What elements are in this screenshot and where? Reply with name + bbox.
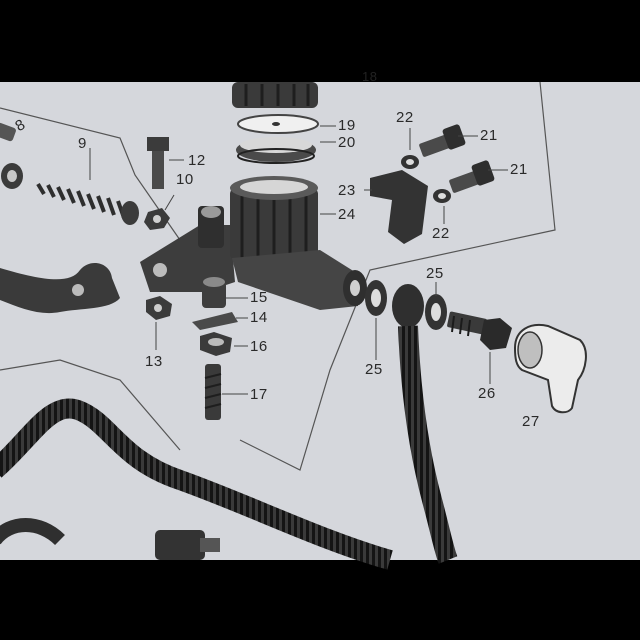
callout-21-top: 21 xyxy=(480,127,498,144)
leader-lines xyxy=(89,125,508,395)
callout-23: 23 xyxy=(338,182,356,199)
callout-26: 26 xyxy=(478,385,496,402)
callout-22-top: 22 xyxy=(396,109,414,126)
washers-part-25 xyxy=(365,280,447,330)
bolt-part-12 xyxy=(147,137,169,189)
photo-border-top xyxy=(0,0,640,82)
callout-13: 13 xyxy=(145,353,163,370)
brake-hose xyxy=(398,325,458,564)
bolts-part-21 xyxy=(419,124,495,193)
callout-24: 24 xyxy=(338,206,356,223)
callout-12: 12 xyxy=(188,152,206,169)
callout-16: 16 xyxy=(250,338,268,355)
callout-19: 19 xyxy=(338,117,356,134)
photo-border-bottom xyxy=(0,560,640,640)
callout-21-lower: 21 xyxy=(510,161,528,178)
paper-sheet xyxy=(0,82,640,560)
callout-20: 20 xyxy=(338,134,356,151)
bolt-part-26 xyxy=(447,311,512,350)
callout-10: 10 xyxy=(176,171,194,188)
callout-25-left: 25 xyxy=(365,361,383,378)
callout-17: 17 xyxy=(250,386,268,403)
small-parts-13-17 xyxy=(146,277,238,420)
outline-frame xyxy=(0,81,556,471)
callout-15: 15 xyxy=(250,289,268,306)
banjo-fitting xyxy=(392,284,424,328)
callout-25-right: 25 xyxy=(426,265,444,282)
lower-hose xyxy=(0,398,393,570)
plate-part-20 xyxy=(236,137,316,164)
callout-14: 14 xyxy=(250,309,268,326)
pedal-arm xyxy=(0,263,120,314)
master-cylinder xyxy=(140,176,367,310)
callout-22-lower: 22 xyxy=(432,225,450,242)
bracket-part-23 xyxy=(370,170,428,244)
callout-18: 18 xyxy=(362,69,378,84)
callout-27: 27 xyxy=(522,413,540,430)
washers-part-22 xyxy=(401,155,451,203)
spring-assembly xyxy=(0,122,170,230)
reservoir-cap xyxy=(232,82,318,108)
callout-9: 9 xyxy=(78,135,87,152)
